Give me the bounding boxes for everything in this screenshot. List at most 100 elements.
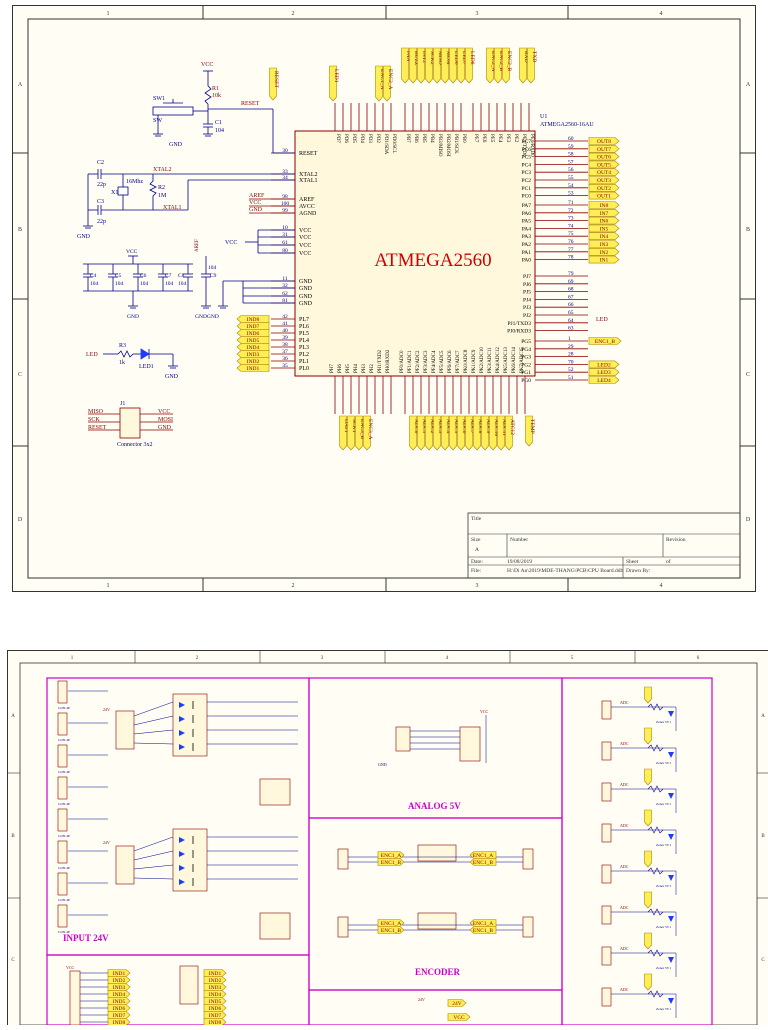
left-pin-name: AREF	[299, 197, 315, 203]
input-connector-label: CON 4P	[58, 770, 70, 774]
aref-label: AREF	[249, 193, 265, 199]
aref-wires	[249, 198, 295, 214]
j1-connector: J1 MISO SCK RESET VCC MOSI GND Connector…	[88, 401, 173, 448]
adc-resistor	[647, 867, 664, 875]
left-pin-number: 80	[282, 248, 288, 254]
top-net-flag-shape	[486, 47, 494, 84]
top-net-flag-shape	[457, 47, 465, 84]
left-pin-number: 32	[282, 283, 288, 289]
c1-label: C1	[215, 120, 222, 126]
top-net-flag: ENC2_B	[506, 51, 512, 72]
j1-pin-sck: SCK	[88, 417, 100, 423]
zone-row-c: C	[18, 372, 22, 378]
in-flag-shape	[588, 255, 620, 264]
optocoupler-bottom	[172, 828, 208, 892]
zone-row-a: A	[18, 82, 23, 88]
in-flag: IN4	[600, 234, 609, 240]
bottom-pin-name: PF7/ADC7	[456, 350, 461, 373]
right-pin-number: 78	[568, 255, 574, 261]
encoder-resistor-top	[417, 844, 457, 862]
zone-col-2-bottom: 2	[292, 583, 295, 589]
left-pin-name: VCC	[299, 235, 311, 241]
out-flag-shape	[588, 160, 620, 169]
c2-label: C2	[97, 160, 104, 166]
top-pin-name: PE4	[497, 134, 502, 143]
j1-name: Connector 3x2	[117, 442, 153, 448]
xtal2-label: XTAL2	[153, 167, 172, 173]
gnd-label-crystal: GND	[77, 234, 91, 240]
power-24v-flag: 24V	[452, 1001, 462, 1007]
top-net-flag: RESET	[273, 71, 279, 88]
adc-net-flag: ATC12	[509, 419, 515, 435]
reset-net-label: RESET	[241, 101, 260, 107]
adc-net-flag-shape	[465, 415, 473, 451]
zone-row-b: B	[18, 227, 22, 233]
input-connector	[57, 712, 68, 736]
opto-wire	[133, 742, 174, 745]
in-flag: IN7	[600, 211, 609, 217]
right-pin-name: PG1	[521, 370, 531, 376]
zone2-col-3: 3	[321, 656, 324, 661]
top-net-flag-shape	[269, 67, 277, 101]
encoder-resistor-bottom	[417, 912, 457, 930]
top-net-flag: INT2	[421, 51, 427, 63]
power-24v-flag-shape	[447, 999, 467, 1007]
r2-value: 1M	[158, 193, 167, 199]
top-net-flag-shape	[502, 47, 510, 84]
bottom-pin-name: PK6/ADC14	[512, 347, 517, 373]
c4-value: 104	[90, 281, 99, 287]
ind-bottom-flag: IND8	[113, 1020, 126, 1025]
top-pin-name: PD6	[343, 134, 348, 143]
c5-label: C5	[115, 273, 122, 279]
left-pin-name: XTAL2	[299, 172, 318, 178]
adc-connector	[601, 946, 612, 966]
ind-bottom-flag: IND1	[113, 971, 126, 977]
ind-right-flag: IND2	[209, 978, 222, 984]
adc-label: ADC	[620, 987, 629, 992]
right-pin-number: 58	[568, 152, 574, 158]
left-pin-number: 37	[282, 349, 288, 355]
top-net-flag-shape	[527, 47, 535, 84]
analog-connector-left	[395, 726, 411, 752]
left-pin-name: GND	[299, 286, 313, 292]
ind-flag: IND2	[247, 359, 260, 365]
right-pin-number: 76	[568, 239, 574, 245]
right-pin-number: 66	[568, 302, 574, 308]
zener-label: Zener 5V1	[656, 802, 671, 806]
adc-resistor	[647, 949, 664, 957]
cpu-schematic-drawing: 1 2 3 4 1 2 3 4 A B C D A B C D ATMEGA25…	[13, 6, 755, 591]
encoder-connector-left-top	[337, 848, 349, 870]
vcc-label-pins: VCC	[225, 240, 237, 246]
ind-bottom-flag: IND5	[113, 999, 126, 1005]
bottom-pin-name: PH7	[330, 364, 335, 373]
zone-row-d-right: D	[746, 517, 751, 523]
ind-bottom-flag: IND2	[113, 978, 126, 984]
j1-pin-mosi: MOSI	[158, 417, 173, 423]
adc-resistor	[647, 908, 664, 916]
zone2-col-2: 2	[196, 656, 199, 661]
top-pin-name: PD1/SDA	[383, 134, 388, 155]
ind-connector	[69, 970, 81, 1026]
out-flag-shape	[588, 191, 620, 200]
right-pin-name: PC2	[522, 178, 532, 184]
in-flag: IN3	[600, 242, 609, 248]
top-net-flag-shape	[441, 47, 449, 84]
bottom-pin-name: PH1/TXD2	[378, 349, 383, 373]
top-net-flag: ENC2_A	[490, 51, 496, 72]
adc-net-flag: ADC11	[501, 419, 507, 436]
adc-flag-shape	[644, 932, 652, 950]
zone2-col-4: 4	[446, 656, 449, 661]
adc-connector	[601, 782, 612, 802]
ind-right-flag-shape	[203, 969, 227, 977]
adc-resistor	[647, 785, 664, 793]
top-net-flag: FAN	[405, 51, 411, 62]
out-flag-shape	[588, 176, 620, 184]
j1-pin-gnd: GND	[158, 425, 172, 431]
zener-label: Zener 5V1	[656, 843, 671, 847]
zone-col-1-bottom: 1	[107, 583, 110, 589]
top-net-flag-shape	[425, 47, 433, 84]
c9-value: 104	[208, 265, 217, 271]
block-title-input: INPUT 24V	[63, 933, 109, 943]
